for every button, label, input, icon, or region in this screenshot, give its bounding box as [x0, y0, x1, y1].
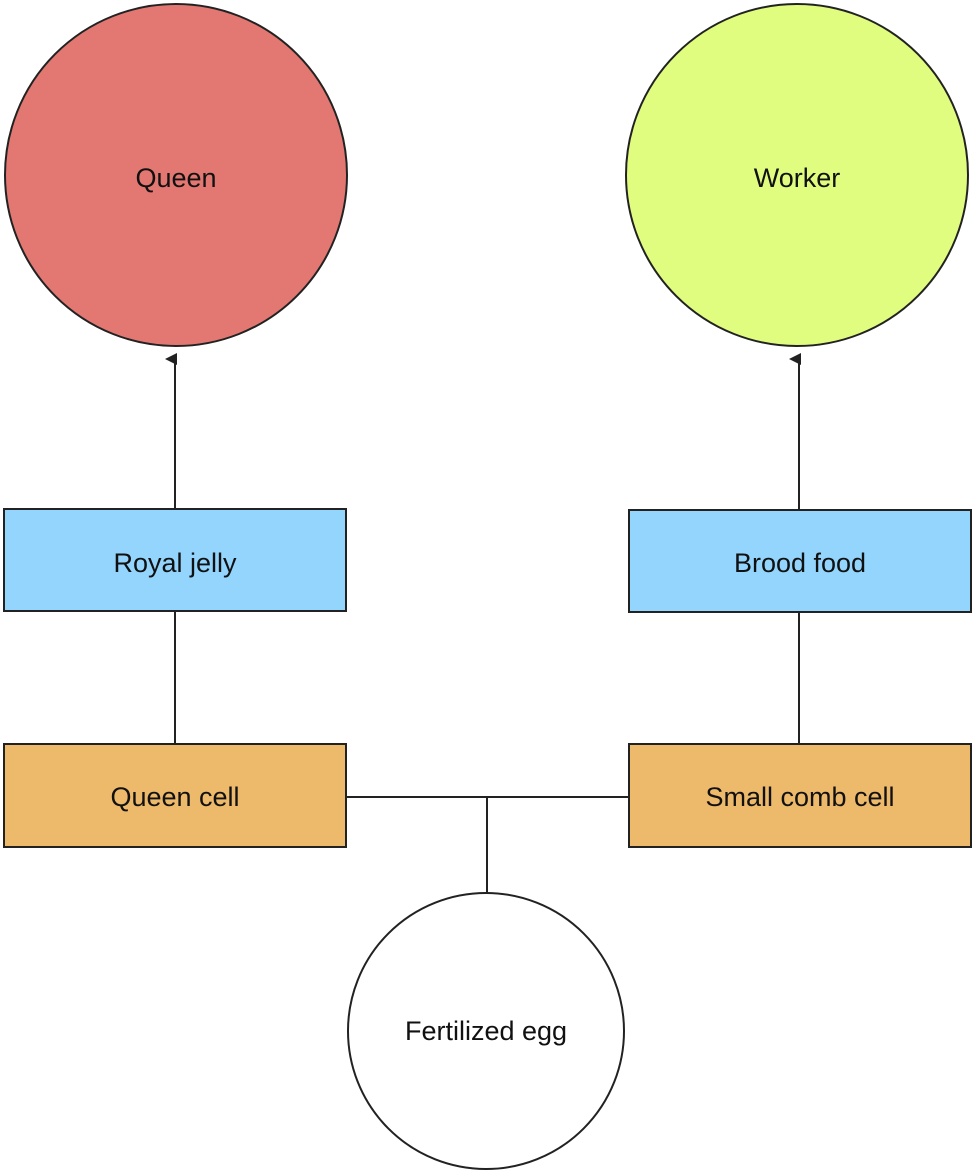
royal-jelly-node: Royal jelly	[3, 508, 347, 612]
royal-jelly-label: Royal jelly	[113, 548, 237, 578]
small-comb-cell-node: Small comb cell	[628, 743, 972, 848]
fertilized-egg-label: Fertilized egg	[405, 1016, 567, 1046]
small-comb-cell-box	[628, 743, 972, 848]
queen-circle	[4, 3, 348, 347]
small-comb-cell-label: Small comb cell	[705, 782, 894, 812]
fertilized-egg-circle	[347, 892, 625, 1170]
queen-cell-label: Queen cell	[110, 782, 239, 812]
fertilized-egg-node: Fertilized egg	[347, 892, 625, 1170]
brood-food-box	[628, 509, 972, 613]
worker-node: Worker	[625, 3, 969, 347]
queen-label: Queen	[135, 163, 216, 193]
brood-food-label: Brood food	[734, 548, 866, 578]
worker-label: Worker	[754, 163, 841, 193]
brood-food-node: Brood food	[628, 509, 972, 613]
queen-cell-box	[3, 743, 347, 848]
worker-circle	[625, 3, 969, 347]
edges	[165, 353, 801, 893]
queen-node: Queen	[4, 3, 348, 347]
queen-cell-node: Queen cell	[3, 743, 347, 848]
royal-jelly-box	[3, 508, 347, 612]
